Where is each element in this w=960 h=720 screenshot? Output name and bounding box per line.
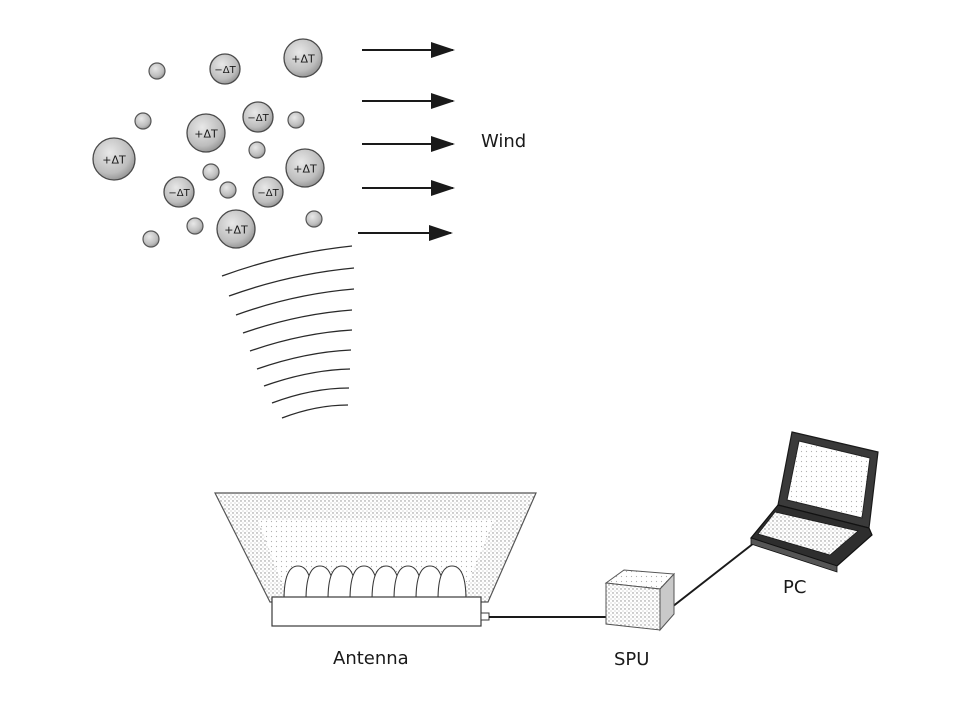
small-bubble [219,181,237,199]
temperature-cell: −ΔT [209,53,241,85]
temperature-cell-label: +ΔT [291,53,315,66]
small-bubble [305,210,323,228]
temperature-cell-label: +ΔT [102,154,126,167]
speaker-array [283,565,467,601]
wavefront [235,288,355,316]
laptop-screen [786,440,871,519]
spu-front [605,582,661,631]
spu-unit [604,569,676,632]
temperature-cell: −ΔT [163,176,195,208]
temperature-cell-label: −ΔT [257,188,279,199]
temperature-cell: +ΔT [283,38,323,78]
wavefront [263,368,351,387]
temperature-cell: +ΔT [216,209,256,249]
temperature-cell-label: +ΔT [224,224,248,237]
temperature-cell-label: +ΔT [293,163,317,176]
laptop-keyboard [757,511,859,556]
wavefront [221,245,353,277]
pc-laptop [749,431,879,573]
small-bubble [186,217,204,235]
wavefront [256,349,352,370]
temperature-cell: +ΔT [186,113,226,153]
wind-arrows [358,42,455,241]
small-bubble [148,62,166,80]
wind-label: Wind [481,131,527,152]
spu-pc-cable [671,542,755,608]
antenna-label: Antenna [333,648,409,669]
spu-side [659,572,675,632]
temperature-cell: +ΔT [285,148,325,188]
small-bubble [142,230,160,248]
antenna-connector [480,612,490,621]
wavefront [242,309,353,334]
temperature-cell: −ΔT [252,176,284,208]
temperature-cell-label: +ΔT [194,128,218,141]
antenna-base [271,596,482,627]
acoustic-wavefronts [221,245,355,419]
wavefront [281,404,349,419]
small-bubble [248,141,266,159]
small-bubble [134,112,152,130]
wavefront [228,267,355,297]
small-turbulence-bubbles [134,62,323,248]
temperature-cell-label: −ΔT [214,65,236,76]
temperature-cell-label: −ΔT [247,113,269,124]
temperature-fluctuation-cells: +ΔT −ΔT +ΔT −ΔT +ΔT +ΔT −ΔT −ΔT [92,38,325,249]
temperature-cell: −ΔT [242,101,274,133]
antenna [214,492,537,627]
small-bubble [202,163,220,181]
laptop-front-edge [750,537,838,573]
temperature-cell: +ΔT [92,137,136,181]
pc-label: PC [783,577,807,598]
temperature-cell-label: −ΔT [168,188,190,199]
small-bubble [287,111,305,129]
spu-label: SPU [614,649,650,670]
wavefront [271,387,350,404]
wavefront [249,329,353,352]
